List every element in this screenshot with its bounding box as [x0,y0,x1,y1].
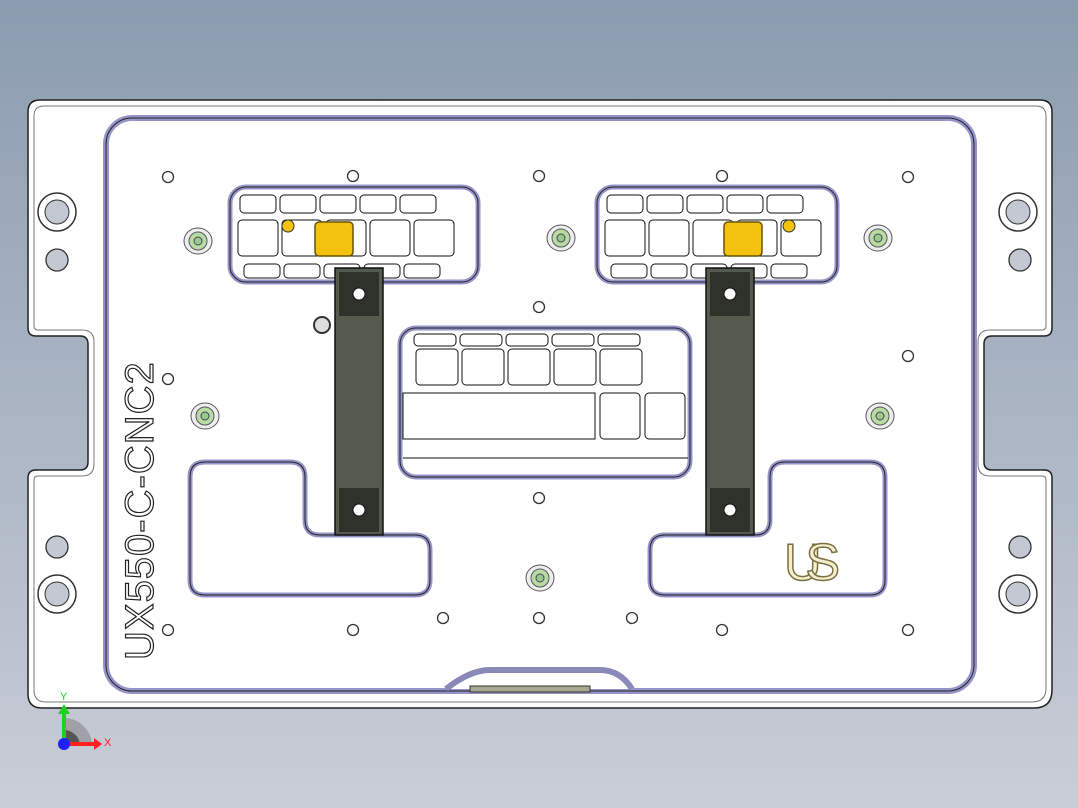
key-cell [644,392,686,440]
mounting-hole [161,623,175,637]
part-label: UX550-C-CNC2 [118,361,162,660]
side-hole [45,248,69,272]
screw-hole [352,287,366,301]
screw-hole [352,503,366,517]
key-cell [726,194,764,214]
yellow-dot [782,219,796,233]
key-cell [413,219,455,257]
large-hole-bore [44,581,70,607]
key-cell [686,194,724,214]
mounting-hole [532,611,546,625]
mounting-hole [901,623,915,637]
lower-right-pocket-edge [649,461,886,596]
screw-hole [723,503,737,517]
key-cell [646,194,684,214]
mounting-hole [161,170,175,184]
mounting-hole [625,611,639,625]
key-cell [604,219,646,257]
locating-pin-tip [556,233,566,243]
large-hole-bore [44,199,70,225]
key-cell [399,194,437,214]
lower-left-pocket-edge [189,461,431,596]
key-cell [359,194,397,214]
plate-inner-edge [33,105,1047,703]
key-cell [650,263,688,279]
mounting-hole [901,349,915,363]
key-cell [283,263,321,279]
side-hole [45,535,69,559]
yellow-dot [281,219,295,233]
screw-hole [723,287,737,301]
center-key-window-edge [399,327,691,478]
side-hole [1008,248,1032,272]
mounting-hole [901,170,915,184]
axis-triad: Y X [58,691,112,750]
key-cell [413,333,457,347]
bottom-notch [444,667,635,692]
key-cell [599,392,641,440]
x-axis-label: X [104,737,112,749]
key-cell [597,333,641,347]
key-cell [369,219,411,257]
key-cell [599,348,643,386]
z-axis-dot [58,738,70,750]
key-cell [770,263,808,279]
highlighted-key [314,221,354,257]
locating-pin-tip [200,411,210,421]
mounting-hole [346,169,360,183]
key-cell [461,348,505,386]
key-cell [505,333,549,347]
mounting-hole [346,623,360,637]
locating-pin-tip [875,411,885,421]
mounting-hole [532,491,546,505]
key-cell [766,194,804,214]
mounting-hole [532,169,546,183]
bottom-slot [469,685,591,693]
spacebar-cell [402,392,596,440]
mounting-hole [715,623,729,637]
key-cell [279,194,317,214]
key-cell [403,263,441,279]
side-hole [1008,535,1032,559]
key-cell [553,348,597,386]
key-cell [507,348,551,386]
mounting-hole [436,611,450,625]
logo-us: US [784,534,840,592]
locating-pin-tip [873,233,883,243]
key-cell [415,348,459,386]
large-hole-bore [1005,199,1031,225]
y-axis-label: Y [60,691,68,703]
key-cell [243,263,281,279]
highlighted-key [723,221,763,257]
counterbore-hole [313,316,331,334]
key-cell [606,194,644,214]
key-cell [237,219,279,257]
key-cell [459,333,503,347]
key-cell [319,194,357,214]
mounting-hole [161,372,175,386]
locating-pin-tip [535,573,545,583]
key-cell [239,194,277,214]
key-cell [648,219,690,257]
mounting-hole [715,169,729,183]
key-cell [551,333,595,347]
key-cell [610,263,648,279]
mounting-hole [532,300,546,314]
locating-pin-tip [193,236,203,246]
large-hole-bore [1005,581,1031,607]
